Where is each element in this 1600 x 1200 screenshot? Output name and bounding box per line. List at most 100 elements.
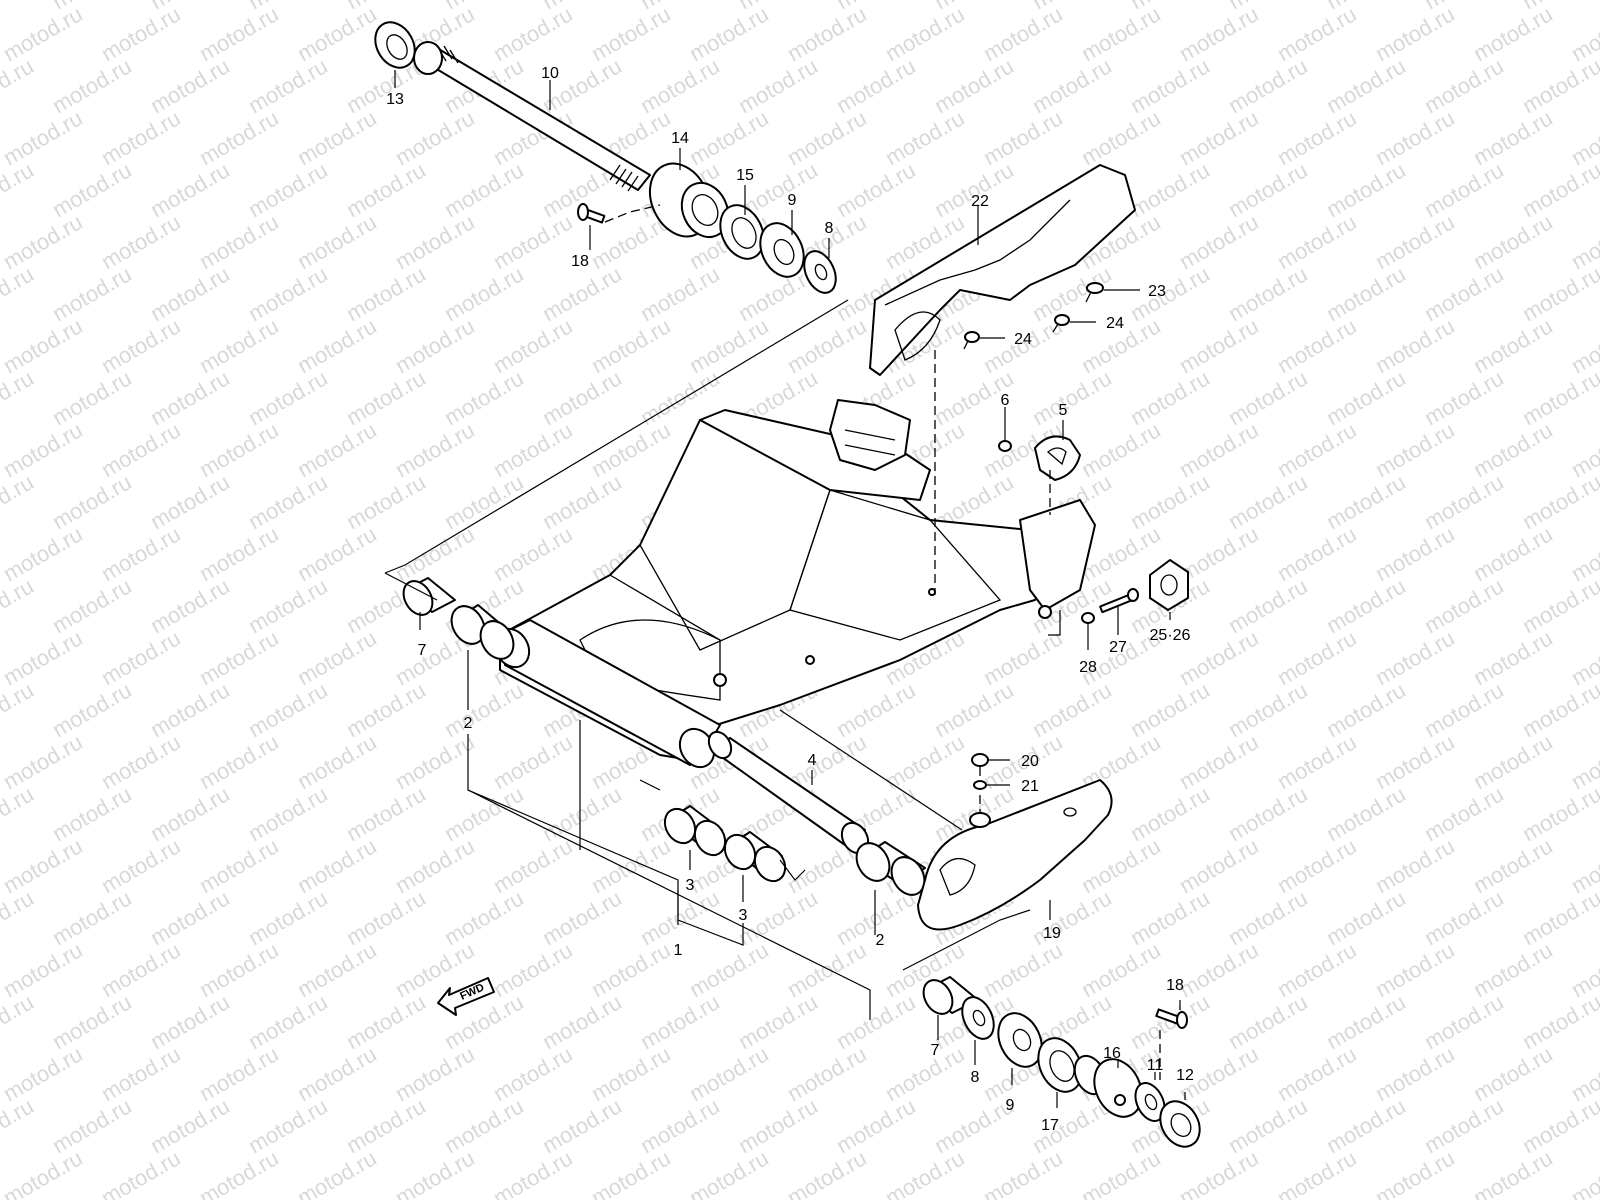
watermark-text: motod.ru — [1420, 573, 1508, 638]
watermark-text: motod.ru — [293, 417, 381, 482]
callout-18-lower: 18 — [1166, 977, 1184, 994]
watermark-text: motod.ru — [1224, 469, 1312, 534]
watermark-text: motod.ru — [293, 209, 381, 274]
watermark-text: motod.ru — [832, 989, 920, 1054]
watermark-text: motod.ru — [1518, 989, 1600, 1054]
watermark-text: motod.ru — [97, 1041, 185, 1106]
watermark-text: motod.ru — [0, 573, 38, 638]
left-pivot-spacer — [402, 577, 456, 616]
watermark-text: motod.ru — [1371, 521, 1459, 586]
watermark-text: motod.ru — [146, 1093, 234, 1158]
callout-1: 1 — [674, 942, 683, 959]
watermark-text: motod.ru — [244, 885, 332, 950]
watermark-text: motod.ru — [1518, 781, 1600, 846]
watermark-text: motod.ru — [0, 989, 38, 1054]
callout-25-26: 25·26 — [1150, 627, 1191, 644]
lock-nut — [1159, 1100, 1201, 1148]
left-needle-bearing — [450, 604, 515, 660]
watermark-text: motod.ru — [48, 1093, 136, 1158]
forward-arrow-icon: FWD — [437, 977, 495, 1016]
callout-22: 22 — [971, 193, 989, 210]
chain-case — [869, 164, 1136, 376]
watermark-text: motod.ru — [538, 365, 626, 430]
washer-eleven — [1134, 1082, 1166, 1122]
watermark-text: motod.ru — [48, 885, 136, 950]
watermark-text: motod.ru — [538, 261, 626, 326]
watermark-text: motod.ru — [881, 105, 969, 170]
pivot-shaft — [413, 41, 651, 192]
watermark-text: motod.ru — [1224, 53, 1312, 118]
watermark-text: motod.ru — [1028, 53, 1116, 118]
watermark-text: motod.ru — [587, 313, 675, 378]
watermark-text: motod.ru — [1371, 105, 1459, 170]
watermark-text: motod.ru — [1420, 1093, 1508, 1158]
watermark-text: motod.ru — [146, 573, 234, 638]
watermark-text: motod.ru — [0, 105, 87, 170]
watermark-text: motod.ru — [1273, 729, 1361, 794]
watermark-text: motod.ru — [930, 677, 1018, 742]
watermark-text: motod.ru — [195, 313, 283, 378]
washer-upper — [803, 250, 837, 294]
watermark-text: motod.ru — [48, 365, 136, 430]
watermark-text: motod.ru — [342, 885, 430, 950]
callout-6: 6 — [1001, 392, 1010, 409]
watermark-text: motod.ru — [832, 157, 920, 222]
needle-bearing-b — [723, 831, 787, 883]
callout-4: 4 — [808, 752, 817, 769]
watermark-text: motod.ru — [489, 1, 577, 66]
adjuster-bolt — [1073, 1054, 1143, 1118]
watermark-text: motod.ru — [1175, 833, 1263, 898]
callout-24-right: 24 — [1106, 315, 1124, 332]
watermark-text: motod.ru — [342, 261, 430, 326]
watermark-text: motod.ru — [930, 53, 1018, 118]
watermark-text: motod.ru — [1273, 105, 1361, 170]
watermark-text: motod.ru — [1469, 105, 1557, 170]
watermark-text: motod.ru — [1469, 209, 1557, 274]
nut-six — [998, 440, 1012, 452]
watermark-text: motod.ru — [1518, 365, 1600, 430]
watermark-text: motod.ru — [342, 469, 430, 534]
callout-8-upper: 8 — [825, 220, 834, 237]
watermark-text: motod.ru — [538, 781, 626, 846]
watermark-text: motod.ru — [97, 625, 185, 690]
callout-labels: 13 10 14 15 9 8 18 22 23 24 24 6 5 28 27… — [386, 65, 1194, 1134]
watermark-text: motod.ru — [391, 1145, 479, 1200]
watermark-text: motod.ru — [1518, 573, 1600, 638]
screw-upper — [577, 203, 606, 224]
watermark-text: motod.ru — [146, 885, 234, 950]
watermark-text: motod.ru — [489, 937, 577, 1002]
watermark-text: motod.ru — [0, 1093, 38, 1158]
watermark-text: motod.ru — [685, 1, 773, 66]
watermark-text: motod.ru — [48, 677, 136, 742]
watermark-text: motod.ru — [97, 729, 185, 794]
watermark-text: motod.ru — [1077, 833, 1165, 898]
watermark-text: motod.ru — [1322, 261, 1410, 326]
watermark-text: motod.ru — [1077, 105, 1165, 170]
watermark-text: motod.ru — [1175, 1, 1263, 66]
callout-9-upper: 9 — [788, 192, 797, 209]
watermark-text: motod.ru — [1322, 53, 1410, 118]
watermark-text: motod.ru — [783, 313, 871, 378]
watermark-text: motod.ru — [1371, 417, 1459, 482]
watermark-text: motod.ru — [244, 157, 332, 222]
watermark-text: motod.ru — [489, 209, 577, 274]
callout-15: 15 — [736, 167, 754, 184]
watermark-text: motod.ru — [48, 469, 136, 534]
watermark-text: motod.ru — [1371, 625, 1459, 690]
watermark-text: motod.ru — [97, 313, 185, 378]
watermark-text: motod.ru — [97, 209, 185, 274]
watermark-text: motod.ru — [734, 1093, 822, 1158]
watermark-text: motod.ru — [0, 677, 38, 742]
watermark-text: motod.ru — [48, 989, 136, 1054]
watermark-text: motod.ru — [783, 105, 871, 170]
watermark-text: motod.ru — [1077, 937, 1165, 1002]
watermark-text: motod.ru — [1371, 209, 1459, 274]
bolt-27 — [1099, 588, 1139, 614]
watermark-text: motod.ru — [1469, 417, 1557, 482]
pivot-nut — [374, 21, 416, 69]
callout-23: 23 — [1148, 283, 1166, 300]
washer-lower — [961, 996, 995, 1040]
watermark-text: motod.ru — [97, 1145, 185, 1200]
assembly-guide-lines — [384, 299, 1161, 1080]
